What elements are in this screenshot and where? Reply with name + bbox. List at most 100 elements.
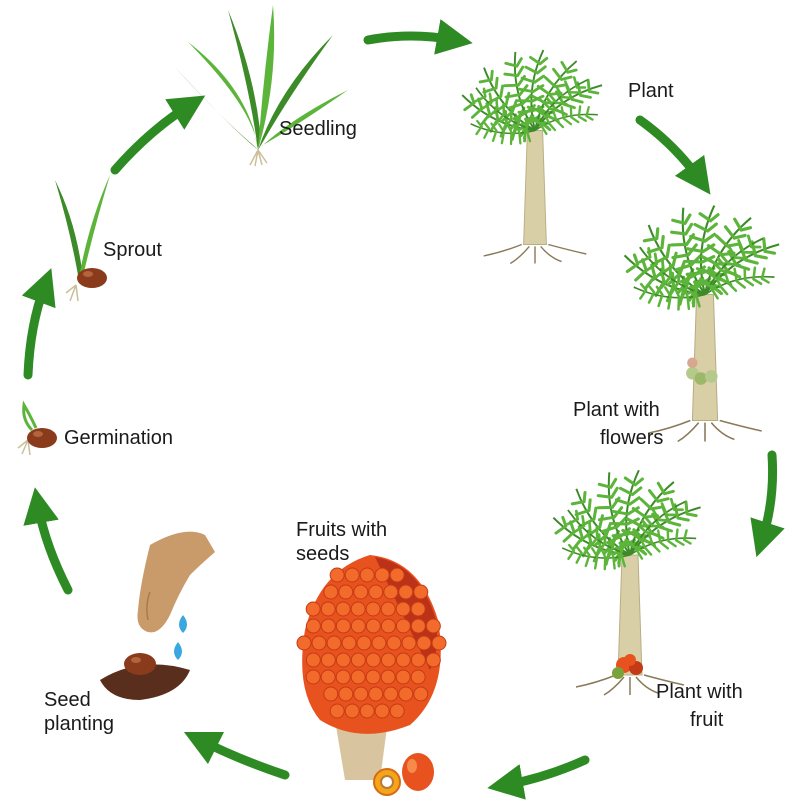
fruit-dot [411, 653, 425, 667]
seedling-illustration [173, 5, 348, 166]
label-fruits-with-seeds-line1: Fruits with [296, 518, 387, 542]
fruit-dot [411, 619, 425, 633]
fruit-dot [375, 568, 389, 582]
label-plant: Plant [628, 79, 674, 103]
fruit-dot [351, 670, 365, 684]
fruit-dot [297, 636, 311, 650]
fruit-dot [354, 585, 368, 599]
fruit-dot [306, 653, 320, 667]
fruit-dot [312, 636, 326, 650]
label-seedling: Seedling [279, 117, 357, 141]
seed [124, 653, 156, 675]
fruit-dot [330, 704, 344, 718]
fruit-dot [381, 619, 395, 633]
fruit-dot [306, 670, 320, 684]
fruit-dot [360, 704, 374, 718]
fruit-dot [324, 687, 338, 701]
label-fruits-with-seeds-line2: seeds [296, 542, 349, 566]
hand [137, 532, 215, 633]
label-plant-with-flowers-line2: flowers [600, 426, 663, 450]
fruit-dot [336, 602, 350, 616]
fruit-dot [411, 602, 425, 616]
fruit-dot [339, 687, 353, 701]
fruit-dot [426, 653, 440, 667]
fruit-dot [336, 653, 350, 667]
fruit-dot [357, 636, 371, 650]
fruit-dot [324, 585, 338, 599]
label-germination: Germination [64, 426, 173, 450]
fruit-dot [381, 670, 395, 684]
fruit-dot [345, 568, 359, 582]
label-plant-with-fruit-line1: Plant with [656, 680, 743, 704]
fruit-dot [372, 636, 386, 650]
fruit-dot [396, 602, 410, 616]
fruit-dot [339, 585, 353, 599]
arrow-germination-to-sprout [28, 285, 45, 375]
label-seed-planting-line2: planting [44, 712, 114, 736]
plant-illustration [454, 47, 609, 263]
sprout-illustration [55, 175, 110, 301]
fruits-with-seeds-illustration [297, 555, 446, 795]
fruit-dot [351, 653, 365, 667]
fruit-dot [387, 636, 401, 650]
fruit-dot [336, 619, 350, 633]
fruit-cross-section [374, 753, 434, 795]
fruit-dot [354, 687, 368, 701]
fruit-dot [396, 653, 410, 667]
fruit-dot [327, 636, 341, 650]
fruit-dot [381, 653, 395, 667]
fruit-dot [399, 585, 413, 599]
label-plant-with-flowers-line1: Plant with [573, 398, 660, 422]
seed-planting-illustration [100, 532, 215, 700]
fruit-dot [369, 585, 383, 599]
fruit-dot [414, 687, 428, 701]
water-drop-2 [174, 642, 182, 660]
arrow-seedling-to-plant [368, 36, 455, 40]
label-plant-with-fruit-line2: fruit [690, 708, 723, 732]
fruit-dot [411, 670, 425, 684]
fruit-dot [396, 619, 410, 633]
fruit-dot [417, 636, 431, 650]
fruit-dot [321, 619, 335, 633]
fruit-dot [342, 636, 356, 650]
fruit-dot [321, 670, 335, 684]
fruit-dot [396, 670, 410, 684]
fruit-dot [321, 602, 335, 616]
fruit-dot [414, 585, 428, 599]
arrow-plant-to-flowers [640, 120, 700, 180]
arrow-seeds-to-planting [200, 740, 285, 775]
fruit-dot [384, 687, 398, 701]
fruit-dot [336, 670, 350, 684]
fruit-dot [426, 619, 440, 633]
fruit-dot [381, 602, 395, 616]
fruit-dot [375, 704, 389, 718]
germination-illustration [18, 405, 57, 455]
fruit-dot [351, 619, 365, 633]
water-drop-1 [179, 615, 187, 633]
label-seed-planting-line1: Seed [44, 688, 91, 712]
fruit-dot [321, 653, 335, 667]
fruit-dot [399, 687, 413, 701]
arrow-planting-to-germination [38, 505, 68, 590]
arrow-flowers-to-fruit [762, 455, 773, 540]
arrow-sprout-to-seedling [115, 105, 190, 170]
fruit-dot [366, 670, 380, 684]
fruit-dot [351, 602, 365, 616]
fruit-dot [366, 653, 380, 667]
fruit-dot [330, 568, 344, 582]
fruit-dot [306, 602, 320, 616]
fruit-dot [402, 636, 416, 650]
fruit-dot [360, 568, 374, 582]
fruit-dot [432, 636, 446, 650]
arrow-fruit-to-seeds [505, 760, 585, 785]
fruit-dot [366, 619, 380, 633]
fruit-dot [390, 568, 404, 582]
fruit-dot [390, 704, 404, 718]
fruit-dot [384, 585, 398, 599]
fruit-dot [306, 619, 320, 633]
fruit-dot [345, 704, 359, 718]
fruit-dot [369, 687, 383, 701]
label-sprout: Sprout [103, 238, 162, 262]
fruit-dot [366, 602, 380, 616]
plant-with-fruit-illustration [544, 467, 707, 695]
